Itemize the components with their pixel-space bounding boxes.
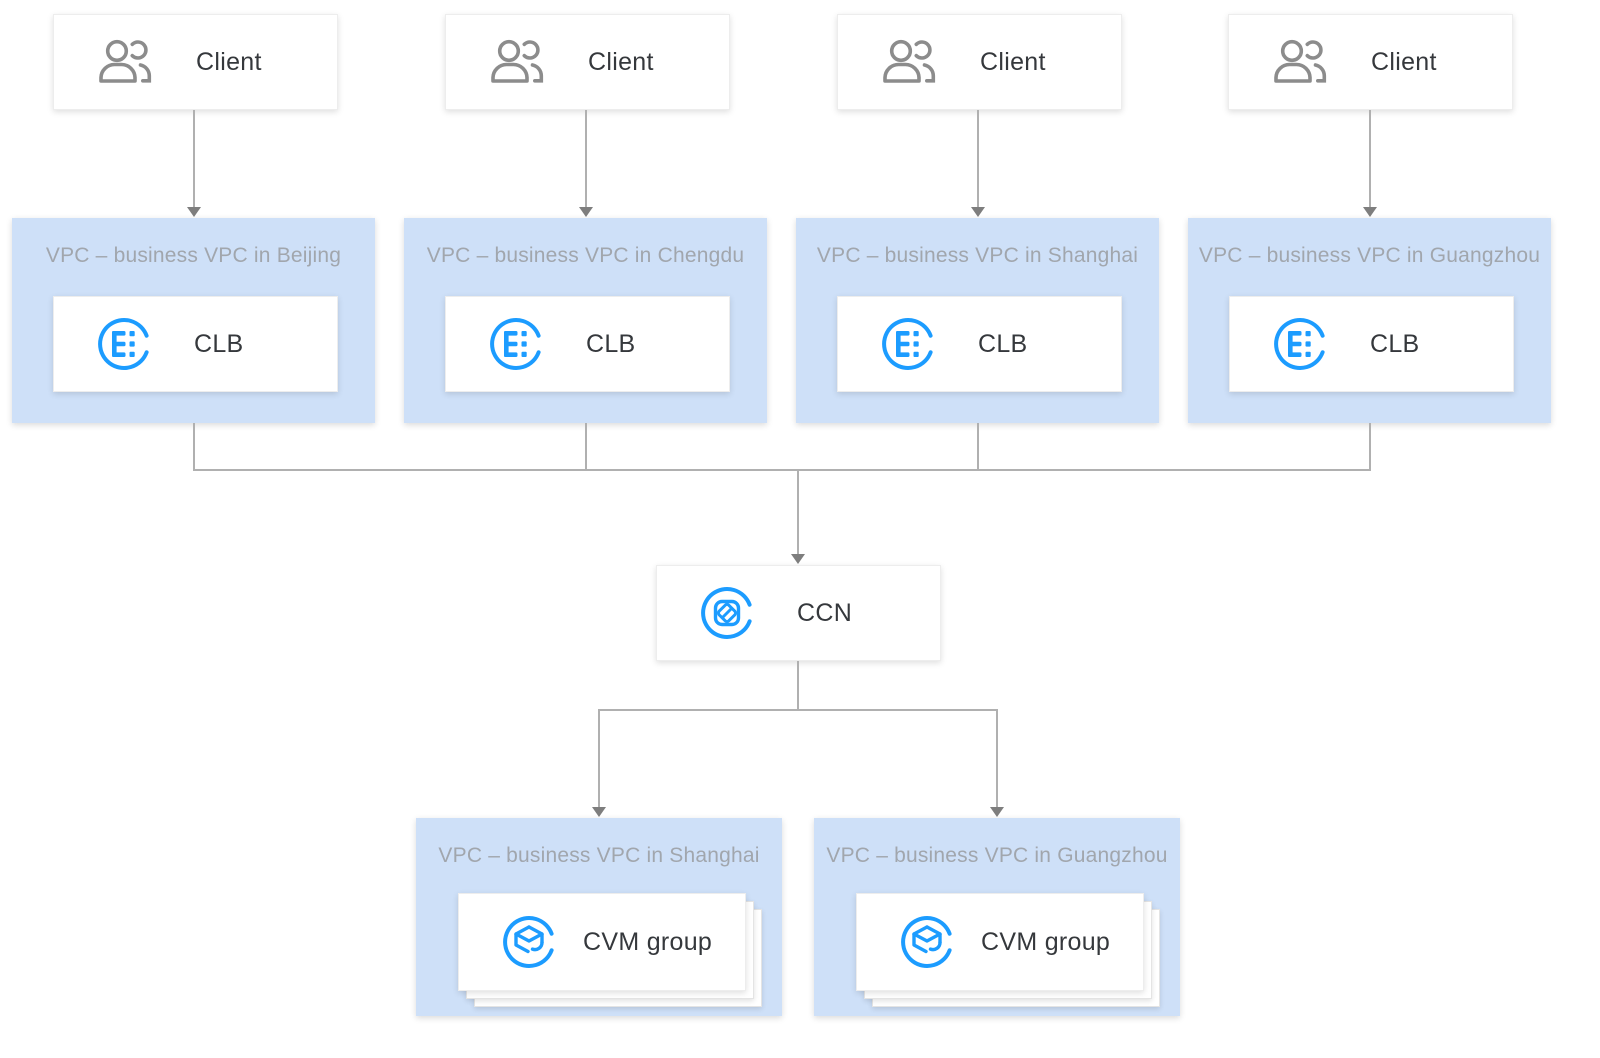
client-label: Client bbox=[196, 47, 262, 76]
vpc-label: VPC – business VPC in Shanghai bbox=[438, 844, 760, 867]
connector-bus-vpc-shanghai bbox=[598, 711, 600, 807]
connector-vpc4-bus bbox=[1369, 423, 1371, 471]
users-icon bbox=[488, 38, 546, 86]
client-label: Client bbox=[1371, 47, 1437, 76]
clb-label: CLB bbox=[1370, 329, 1420, 358]
vpc-label: VPC – business VPC in Shanghai bbox=[816, 244, 1139, 267]
arrowhead-icon bbox=[990, 807, 1004, 817]
client-node: Client bbox=[837, 14, 1122, 110]
client-node: Client bbox=[1228, 14, 1513, 110]
clb-node: CLB bbox=[1229, 296, 1514, 392]
arrowhead-icon bbox=[791, 554, 805, 564]
clb-node: CLB bbox=[445, 296, 730, 392]
vpc-label: VPC – business VPC in Chengdu bbox=[426, 244, 745, 267]
connector-client1-vpc1 bbox=[193, 110, 195, 207]
users-icon bbox=[1271, 38, 1329, 86]
load-balancer-icon bbox=[880, 316, 936, 372]
load-balancer-icon bbox=[488, 316, 544, 372]
cvm-group-label: CVM group bbox=[583, 927, 713, 956]
cloud-connect-network-icon bbox=[699, 585, 755, 641]
clb-node: CLB bbox=[53, 296, 338, 392]
cloud-virtual-machine-icon bbox=[501, 914, 557, 970]
client-label: Client bbox=[980, 47, 1046, 76]
cvm-group-node: CVM group bbox=[458, 893, 746, 991]
bus-line-bottom bbox=[598, 709, 998, 711]
client-label: Client bbox=[588, 47, 654, 76]
connector-vpc1-bus bbox=[193, 423, 195, 471]
connector-bus-ccn bbox=[797, 471, 799, 555]
load-balancer-icon bbox=[96, 316, 152, 372]
bus-line-top bbox=[193, 469, 1371, 471]
connector-client2-vpc2 bbox=[585, 110, 587, 207]
connector-ccn-bus bbox=[797, 661, 799, 711]
users-icon bbox=[96, 38, 154, 86]
clb-label: CLB bbox=[978, 329, 1028, 358]
cvm-group-node: CVM group bbox=[856, 893, 1144, 991]
vpc-label: VPC – business VPC in Beijing bbox=[45, 244, 342, 267]
clb-label: CLB bbox=[194, 329, 244, 358]
clb-label: CLB bbox=[586, 329, 636, 358]
client-node: Client bbox=[445, 14, 730, 110]
vpc-label: VPC – business VPC in Guangzhou bbox=[826, 844, 1168, 867]
ccn-label: CCN bbox=[797, 598, 853, 627]
arrowhead-icon bbox=[592, 807, 606, 817]
cloud-virtual-machine-icon bbox=[899, 914, 955, 970]
clb-node: CLB bbox=[837, 296, 1122, 392]
client-node: Client bbox=[53, 14, 338, 110]
ccn-node: CCN bbox=[656, 565, 941, 661]
connector-client4-vpc4 bbox=[1369, 110, 1371, 207]
vpc-label: VPC – business VPC in Guangzhou bbox=[1198, 244, 1541, 267]
cvm-group-label: CVM group bbox=[981, 927, 1111, 956]
connector-vpc3-bus bbox=[977, 423, 979, 471]
arrowhead-icon bbox=[579, 207, 593, 217]
connector-client3-vpc3 bbox=[977, 110, 979, 207]
arrowhead-icon bbox=[187, 207, 201, 217]
connector-vpc2-bus bbox=[585, 423, 587, 471]
arrowhead-icon bbox=[971, 207, 985, 217]
arrowhead-icon bbox=[1363, 207, 1377, 217]
load-balancer-icon bbox=[1272, 316, 1328, 372]
connector-bus-vpc-guangzhou bbox=[996, 711, 998, 807]
users-icon bbox=[880, 38, 938, 86]
